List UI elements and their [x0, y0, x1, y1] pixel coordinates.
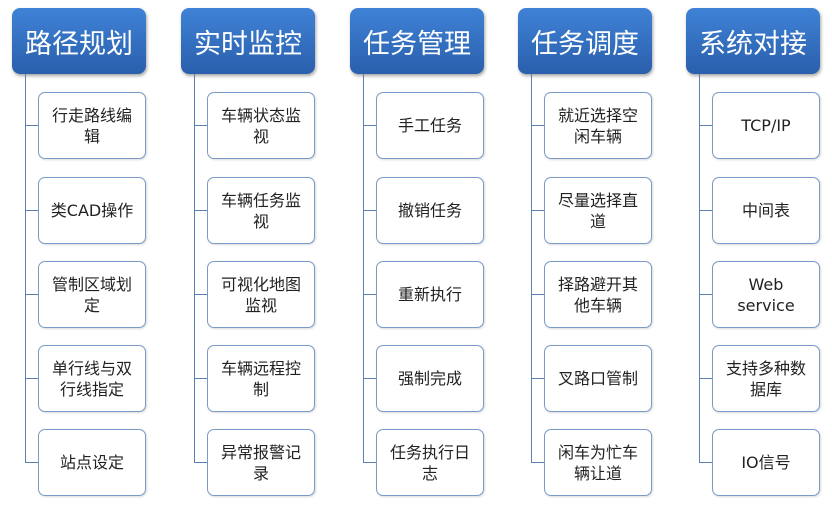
branch-line	[25, 294, 38, 295]
branch-line	[194, 125, 207, 126]
feature-box: 支持多种数据库	[712, 345, 820, 412]
feature-box: Web service	[712, 261, 820, 328]
feature-box: 强制完成	[376, 345, 484, 412]
feature-box: 车辆任务监视	[207, 177, 315, 244]
branch-line	[25, 210, 38, 211]
connector-line	[531, 74, 532, 462]
branch-line	[531, 210, 544, 211]
feature-box: 择路避开其他车辆	[544, 261, 652, 328]
feature-box: 可视化地图监视	[207, 261, 315, 328]
column-1: 路径规划行走路线编辑类CAD操作管制区域划定单行线与双行线指定站点设定	[12, 0, 152, 510]
branch-line	[194, 378, 207, 379]
column-header: 系统对接	[686, 8, 820, 74]
feature-box: 行走路线编辑	[38, 92, 146, 159]
feature-box: IO信号	[712, 429, 820, 496]
branch-line	[363, 125, 376, 126]
column-header: 任务调度	[518, 8, 652, 74]
connector-line	[194, 74, 195, 462]
branch-line	[363, 210, 376, 211]
branch-line	[25, 378, 38, 379]
branch-line	[699, 210, 712, 211]
feature-box: TCP/IP	[712, 92, 820, 159]
column-header: 实时监控	[181, 8, 315, 74]
column-3: 任务管理手工任务撤销任务重新执行强制完成任务执行日志	[350, 0, 490, 510]
branch-line	[363, 462, 376, 463]
branch-line	[531, 125, 544, 126]
branch-line	[25, 125, 38, 126]
branch-line	[699, 462, 712, 463]
feature-box: 管制区域划定	[38, 261, 146, 328]
feature-box: 闲车为忙车辆让道	[544, 429, 652, 496]
branch-line	[194, 462, 207, 463]
branch-line	[531, 294, 544, 295]
feature-box: 站点设定	[38, 429, 146, 496]
branch-line	[363, 378, 376, 379]
column-header: 路径规划	[12, 8, 146, 74]
feature-box: 叉路口管制	[544, 345, 652, 412]
connector-line	[25, 74, 26, 462]
feature-box: 中间表	[712, 177, 820, 244]
feature-box: 就近选择空闲车辆	[544, 92, 652, 159]
feature-box: 类CAD操作	[38, 177, 146, 244]
feature-box: 撤销任务	[376, 177, 484, 244]
branch-line	[194, 210, 207, 211]
column-header: 任务管理	[350, 8, 484, 74]
connector-line	[363, 74, 364, 462]
branch-line	[363, 294, 376, 295]
feature-box: 尽量选择直道	[544, 177, 652, 244]
feature-box: 车辆状态监视	[207, 92, 315, 159]
feature-box: 任务执行日志	[376, 429, 484, 496]
column-2: 实时监控车辆状态监视车辆任务监视可视化地图监视车辆远程控制异常报警记录	[181, 0, 321, 510]
column-5: 系统对接 TCP/IP 中间表 Web service 支持多种数据库 IO信号	[686, 0, 826, 510]
connector-line	[699, 74, 700, 462]
branch-line	[194, 294, 207, 295]
feature-box: 手工任务	[376, 92, 484, 159]
feature-box: 单行线与双行线指定	[38, 345, 146, 412]
branch-line	[699, 378, 712, 379]
branch-line	[531, 462, 544, 463]
column-4: 任务调度就近选择空闲车辆尽量选择直道择路避开其他车辆叉路口管制闲车为忙车辆让道	[518, 0, 658, 510]
feature-box: 异常报警记录	[207, 429, 315, 496]
branch-line	[699, 294, 712, 295]
branch-line	[699, 125, 712, 126]
feature-box: 重新执行	[376, 261, 484, 328]
branch-line	[531, 378, 544, 379]
feature-box: 车辆远程控制	[207, 345, 315, 412]
branch-line	[25, 462, 38, 463]
